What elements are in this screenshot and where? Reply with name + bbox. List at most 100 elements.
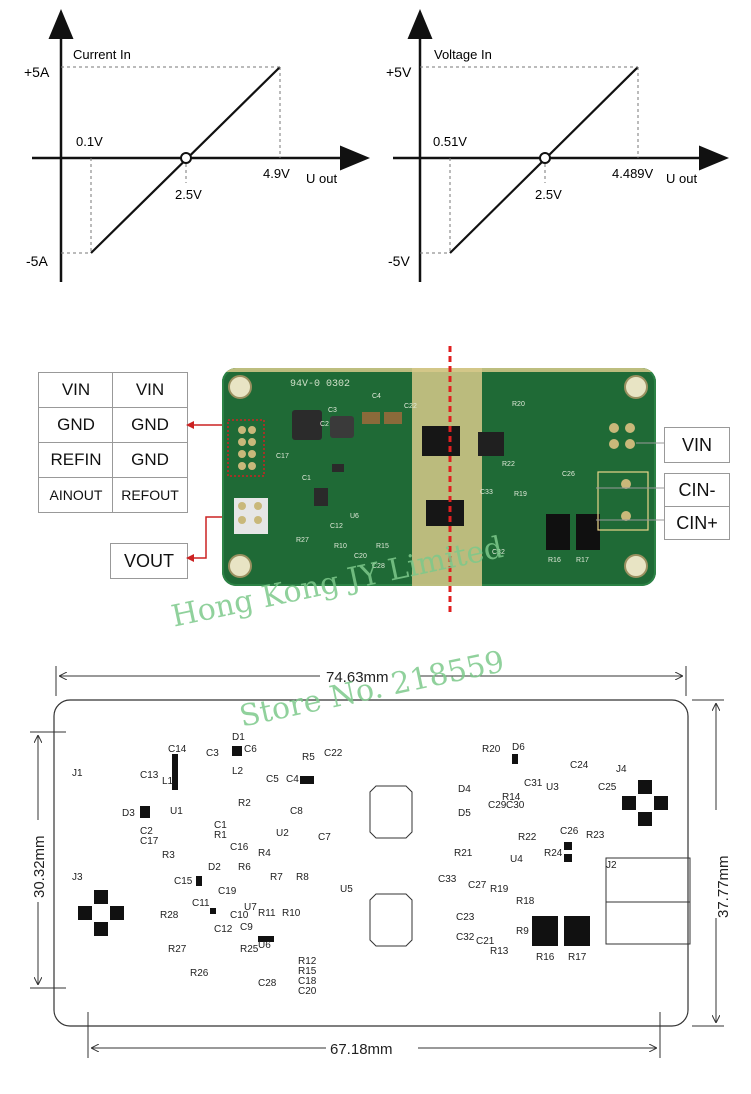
component-label: C13: [140, 770, 159, 781]
mount-holes: [228, 375, 648, 578]
svg-text:R20: R20: [512, 401, 525, 408]
pin-cell: VIN: [38, 372, 114, 408]
svg-text:C17: C17: [276, 453, 289, 460]
isolation-line: [448, 346, 452, 614]
left-x-label: 0.51V: [433, 134, 467, 149]
pin-cell: AINOUT: [38, 477, 114, 513]
svg-text:C2: C2: [320, 421, 329, 428]
top-label: +5V: [386, 64, 412, 80]
svg-text:C33: C33: [480, 489, 493, 496]
component-label: U3: [546, 782, 559, 793]
component-label: C9: [240, 922, 253, 933]
component-label: R16: [536, 952, 555, 963]
component-label: C33: [438, 874, 457, 885]
component-label: C14: [168, 744, 187, 755]
component-label: C7: [318, 832, 331, 843]
svg-text:C32: C32: [492, 549, 505, 556]
component-label: J4: [616, 764, 627, 775]
cin-pad-area: [597, 471, 649, 531]
component-label: J3: [72, 872, 83, 883]
component-label: U6: [258, 940, 271, 951]
svg-text:U6: U6: [350, 513, 359, 520]
components: [292, 410, 600, 550]
bottom-label: -5A: [26, 253, 48, 269]
component-label: C1: [214, 820, 227, 831]
component-label: R9: [516, 926, 529, 937]
current-graph: Current In +5A -5A 0.1V 2.5V 4.9V U out: [24, 9, 370, 282]
svg-text:R17: R17: [576, 557, 589, 564]
component-label: C32: [456, 932, 475, 943]
component-label: R11: [258, 908, 276, 919]
component-label: D1: [232, 732, 245, 743]
pin-cell: GND: [112, 407, 188, 443]
mid-x-label: 2.5V: [175, 187, 202, 202]
svg-text:R19: R19: [514, 491, 527, 498]
component-label: D2: [208, 862, 221, 873]
cin-minus-callout: CIN-: [664, 473, 730, 507]
component-label: J2: [606, 860, 617, 871]
component-label: C6: [244, 744, 257, 755]
dim-right: 37.77mm: [715, 855, 732, 918]
component-label: R10: [282, 908, 301, 919]
component-label: C21: [476, 936, 495, 947]
component-label: C3: [206, 748, 219, 759]
component-label: D6: [512, 742, 525, 753]
component-label: C2: [140, 826, 153, 837]
vout-callout: VOUT: [110, 543, 188, 579]
component-label: U4: [510, 854, 523, 865]
component-label: D5: [458, 808, 471, 819]
svg-text:C1: C1: [302, 475, 311, 482]
board-edge: [222, 368, 656, 372]
component-label: C30: [506, 800, 525, 811]
svg-text:C28: C28: [372, 563, 385, 570]
component-label: C23: [456, 912, 475, 923]
pin-cell: REFIN: [38, 442, 114, 478]
component-label: R5: [302, 752, 315, 763]
svg-text:R27: R27: [296, 537, 309, 544]
right-x-label: 4.489V: [612, 166, 654, 181]
component-label: C29: [488, 800, 507, 811]
pin-cell: REFOUT: [112, 477, 188, 513]
component-label: C22: [324, 748, 343, 759]
component-label: R24: [544, 848, 563, 859]
cin-plus-callout: CIN+: [664, 506, 730, 540]
component-label: R17: [568, 952, 587, 963]
mid-x-label: 2.5V: [535, 187, 562, 202]
dim-bottom: 67.18mm: [330, 1041, 393, 1058]
component-label: R27: [168, 944, 187, 955]
component-label: R1: [214, 830, 227, 841]
svg-text:R15: R15: [376, 543, 389, 550]
left-x-label: 0.1V: [76, 134, 103, 149]
component-label: R12: [298, 956, 317, 967]
svg-text:C20: C20: [354, 553, 367, 560]
svg-text:R10: R10: [334, 543, 347, 550]
component-label: C10: [230, 910, 249, 921]
svg-text:R22: R22: [502, 461, 515, 468]
component-label: C19: [218, 886, 237, 897]
connector-pads: [78, 746, 668, 946]
transfer-graphs: Current In +5A -5A 0.1V 2.5V 4.9V U out …: [24, 9, 729, 282]
component-label: R20: [482, 744, 501, 755]
component-label: R3: [162, 850, 175, 861]
component-label: R8: [296, 872, 309, 883]
component-label: R22: [518, 832, 537, 843]
silk-labels: R16 R17 C32 C20 C17 C33 R22 R19 R20 C26 …: [276, 393, 589, 570]
component-label: C16: [230, 842, 249, 853]
dim-top: 74.63mm: [326, 669, 389, 686]
vin-callout: VIN: [664, 427, 730, 463]
component-label: C5: [266, 774, 279, 785]
component-label: C27: [468, 880, 487, 891]
component-label: C12: [214, 924, 233, 935]
dimension-labels: 74.63mm 67.18mm 30.32mm 37.77mm: [31, 669, 732, 1058]
svg-text:C3: C3: [328, 407, 337, 414]
isolation-gap: [412, 368, 482, 586]
component-label: C20: [298, 986, 317, 997]
pin-cell: GND: [38, 407, 114, 443]
pin-cell: GND: [112, 442, 188, 478]
right-connectors: [596, 442, 664, 521]
component-label: U5: [340, 884, 353, 895]
component-label: R19: [490, 884, 509, 895]
graph-title: Voltage In: [434, 47, 492, 62]
component-label: C17: [140, 836, 159, 847]
callout-arrows: [186, 421, 222, 562]
